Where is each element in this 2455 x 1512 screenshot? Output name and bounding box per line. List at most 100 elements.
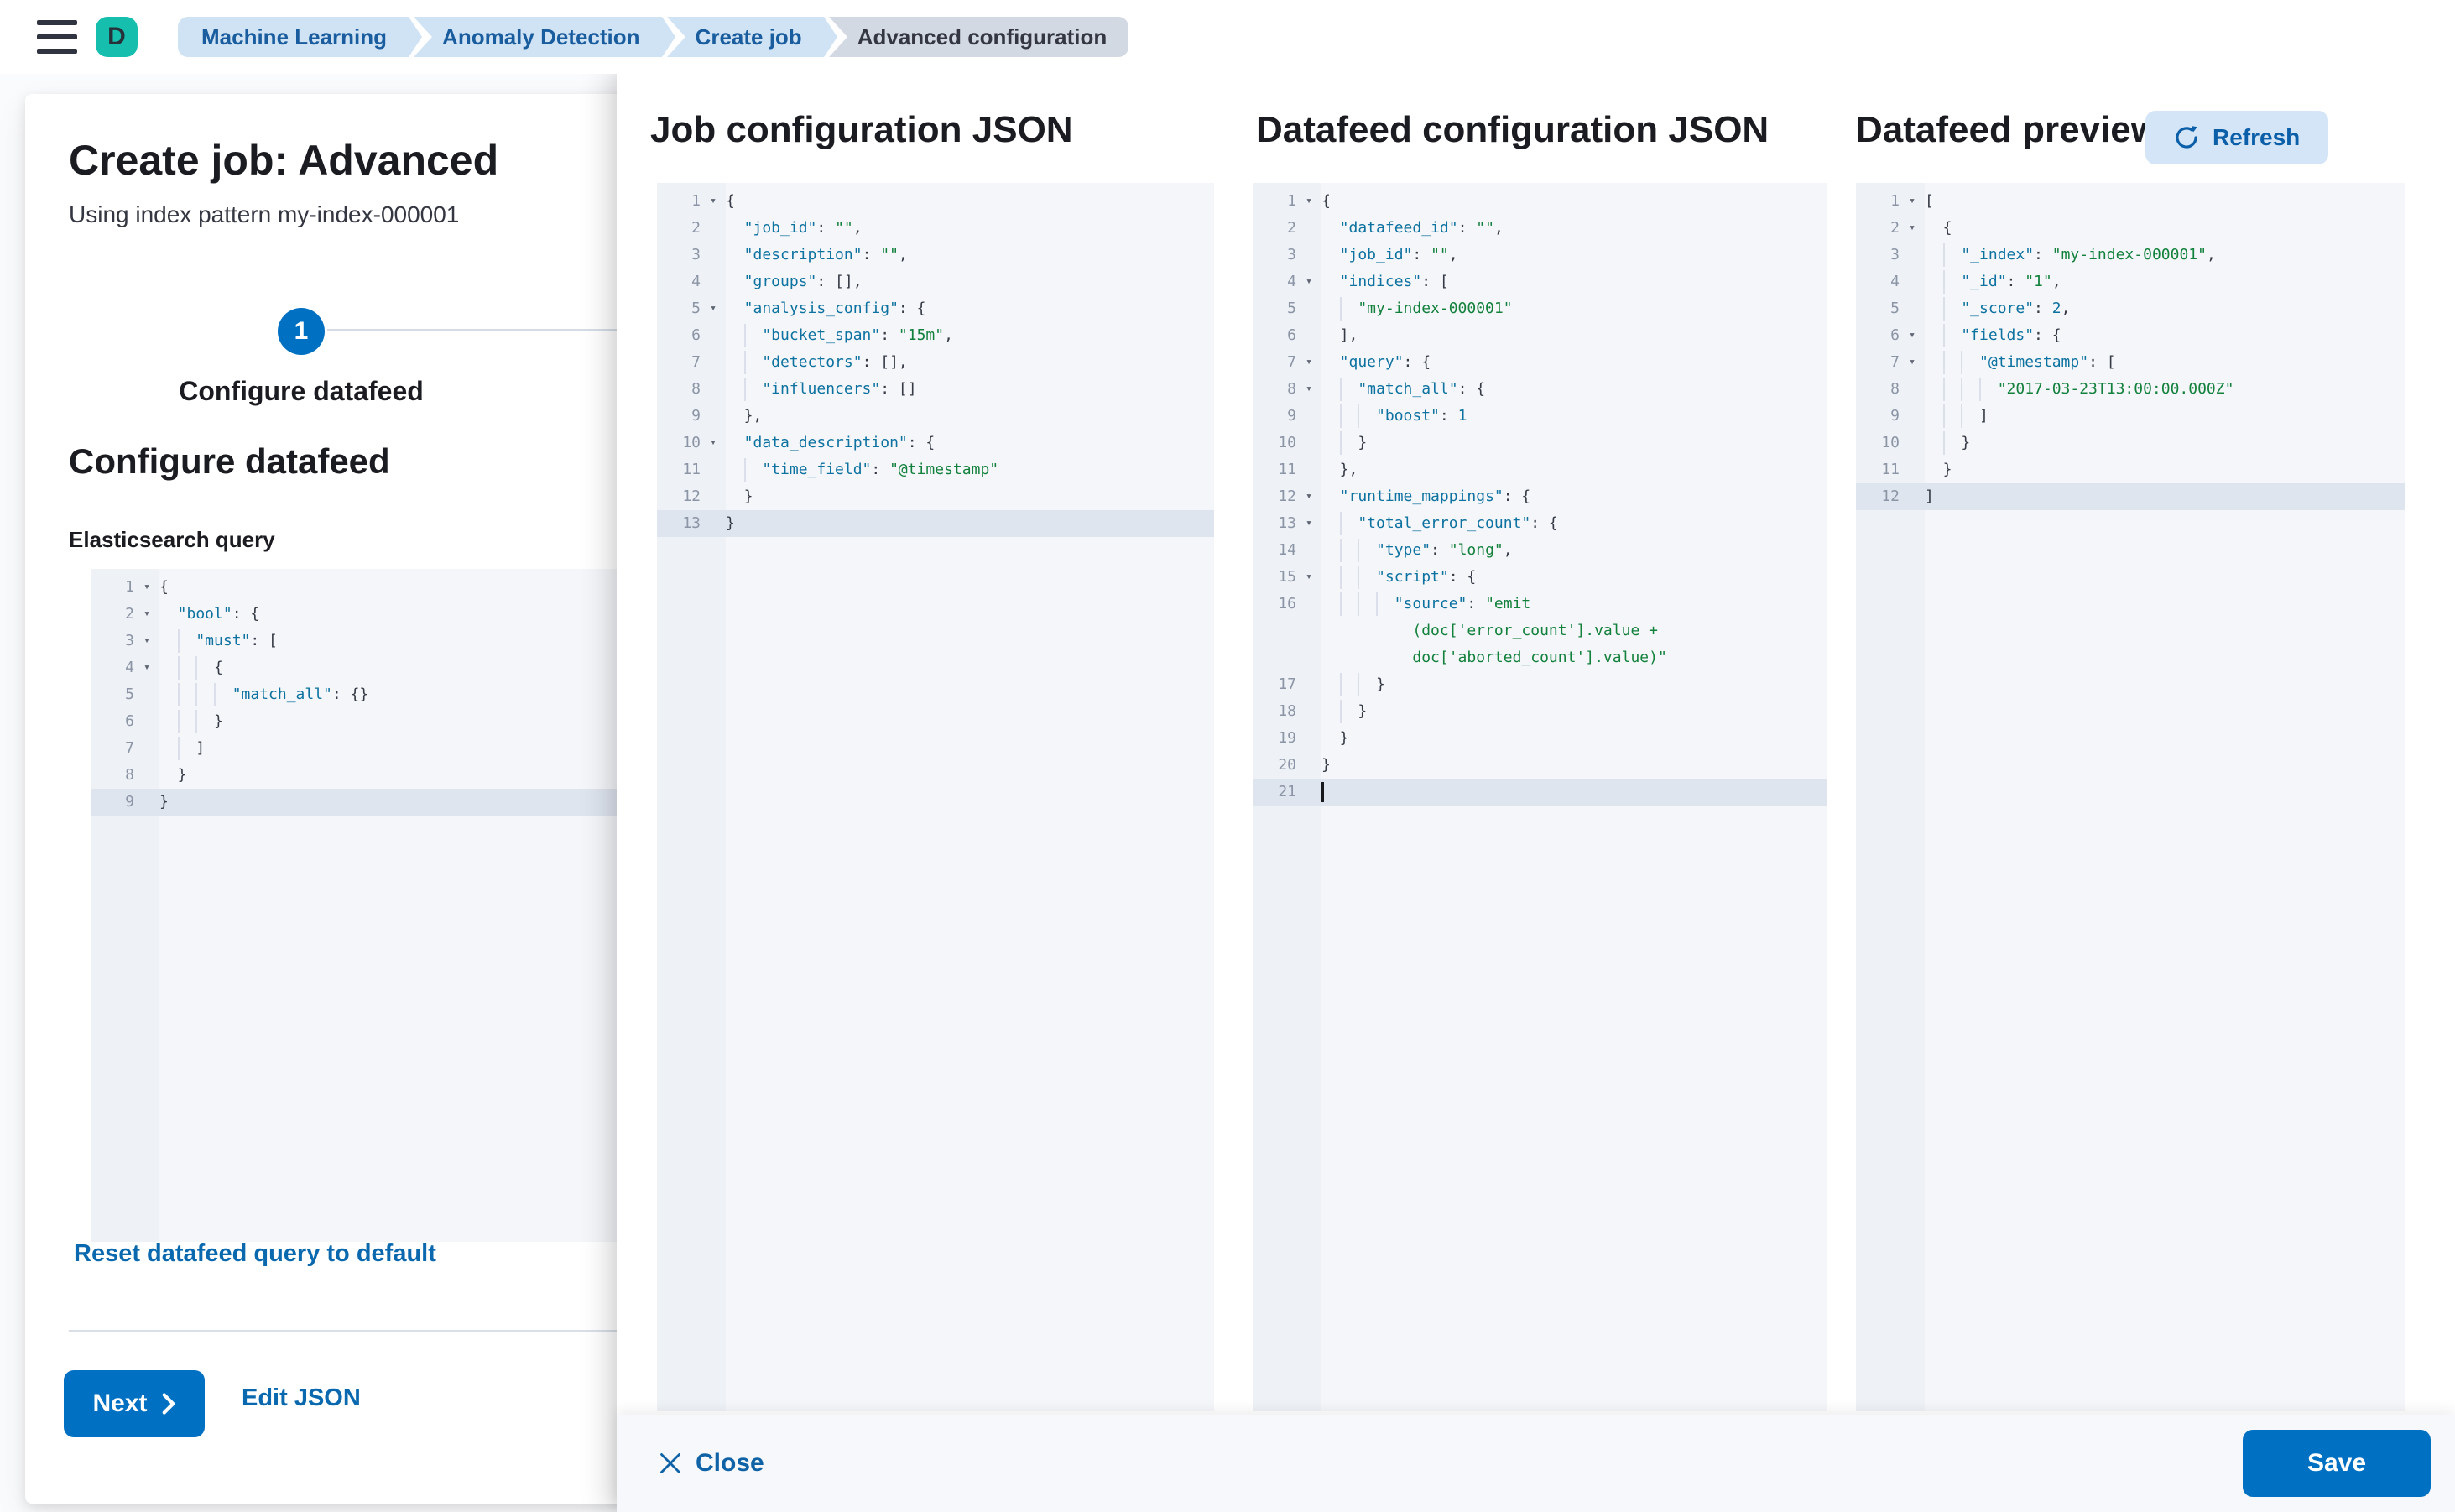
breadcrumb-item[interactable]: Create job (666, 17, 837, 57)
code-line[interactable]: 16"source": "emit (1253, 591, 1827, 618)
code-line[interactable]: 7"detectors": [], (657, 349, 1214, 376)
fold-arrow-icon[interactable]: ▾ (1909, 329, 1916, 342)
code-line[interactable]: 4"_id": "1", (1856, 269, 2405, 295)
code-line[interactable]: doc['aborted_count'].value)" (1253, 644, 1827, 671)
next-button-label: Next (92, 1389, 148, 1417)
code-line[interactable]: 11}, (1253, 456, 1827, 483)
code-line[interactable]: 9}, (657, 403, 1214, 430)
code-line[interactable]: 15▾"script": { (1253, 564, 1827, 591)
fold-gutter (134, 762, 159, 789)
fold-arrow-icon[interactable]: ▾ (710, 302, 717, 315)
code-line[interactable]: 8"2017-03-23T13:00:00.000Z" (1856, 376, 2405, 403)
code-line[interactable]: 13▾"total_error_count": { (1253, 510, 1827, 537)
edit-json-link[interactable]: Edit JSON (242, 1384, 361, 1411)
fold-arrow-icon[interactable]: ▾ (143, 661, 150, 674)
code-line[interactable]: 21 (1253, 779, 1827, 806)
save-button[interactable]: Save (2243, 1430, 2431, 1497)
step-1-indicator[interactable]: 1 (278, 308, 325, 355)
code-line[interactable]: 8"influencers": [] (657, 376, 1214, 403)
code-line[interactable]: 10} (1856, 430, 2405, 456)
code-line[interactable]: 5"_score": 2, (1856, 295, 2405, 322)
code-line[interactable]: 19} (1253, 725, 1827, 752)
code-line[interactable]: 6], (1253, 322, 1827, 349)
space-avatar[interactable]: D (96, 17, 138, 57)
code-line[interactable]: 3"description": "", (657, 242, 1214, 269)
code-line[interactable]: 4"groups": [], (657, 269, 1214, 295)
code-line[interactable]: 13} (657, 510, 1214, 537)
code-line[interactable]: 14"type": "long", (1253, 537, 1827, 564)
fold-arrow-icon[interactable]: ▾ (1306, 383, 1312, 395)
code-line[interactable]: 7▾"query": { (1253, 349, 1827, 376)
code-line[interactable]: 9] (1856, 403, 2405, 430)
code-line[interactable]: 1▾{ (91, 574, 644, 601)
code-line[interactable]: 4▾{ (91, 654, 644, 681)
code-line[interactable]: 17} (1253, 671, 1827, 698)
code-line[interactable]: 5"my-index-000001" (1253, 295, 1827, 322)
fold-arrow-icon[interactable]: ▾ (1306, 571, 1312, 583)
fold-arrow-icon[interactable]: ▾ (1909, 356, 1916, 368)
code-line[interactable]: 7▾"@timestamp": [ (1856, 349, 2405, 376)
code-line[interactable]: 3"job_id": "", (1253, 242, 1827, 269)
fold-gutter (1900, 403, 1925, 430)
fold-gutter (1900, 483, 1925, 510)
fold-arrow-icon[interactable]: ▾ (1306, 517, 1312, 529)
reset-datafeed-query-link[interactable]: Reset datafeed query to default (74, 1240, 436, 1267)
code-line[interactable]: 3▾"must": [ (91, 628, 644, 654)
code-line[interactable]: 2"datafeed_id": "", (1253, 215, 1827, 242)
code-line[interactable]: 6"bucket_span": "15m", (657, 322, 1214, 349)
code-line[interactable]: 18} (1253, 698, 1827, 725)
code-line[interactable]: (doc['error_count'].value + (1253, 618, 1827, 644)
fold-arrow-icon[interactable]: ▾ (1306, 356, 1312, 368)
fold-arrow-icon[interactable]: ▾ (1909, 222, 1916, 234)
breadcrumb-item[interactable]: Machine Learning (178, 17, 423, 57)
code-line[interactable]: 12] (1856, 483, 2405, 510)
fold-arrow-icon[interactable]: ▾ (1306, 195, 1312, 207)
flyout-footer: Close Save (617, 1415, 2455, 1512)
code-line[interactable]: 8▾"match_all": { (1253, 376, 1827, 403)
fold-gutter (701, 349, 726, 376)
breadcrumb-item[interactable]: Anomaly Detection (414, 17, 675, 57)
code-line[interactable]: 12} (657, 483, 1214, 510)
datafeed-configuration-json-editor[interactable]: 1▾{2"datafeed_id": "",3"job_id": "",4▾"i… (1253, 183, 1827, 1411)
code-line[interactable]: 10} (1253, 430, 1827, 456)
code-line[interactable]: 6▾"fields": { (1856, 322, 2405, 349)
hamburger-menu-icon[interactable] (37, 20, 77, 54)
code-line[interactable]: 3"_index": "my-index-000001", (1856, 242, 2405, 269)
code-line[interactable]: 8} (91, 762, 644, 789)
fold-gutter (1900, 456, 1925, 483)
close-button[interactable]: Close (659, 1449, 764, 1478)
code-line[interactable]: 1▾[ (1856, 188, 2405, 215)
code-line[interactable]: 5"match_all": {} (91, 681, 644, 708)
fold-arrow-icon[interactable]: ▾ (1306, 275, 1312, 288)
code-line[interactable]: 4▾"indices": [ (1253, 269, 1827, 295)
next-button[interactable]: Next (64, 1370, 205, 1437)
code-line[interactable]: 12▾"runtime_mappings": { (1253, 483, 1827, 510)
code-line[interactable]: 2"job_id": "", (657, 215, 1214, 242)
fold-arrow-icon[interactable]: ▾ (143, 634, 150, 647)
fold-arrow-icon[interactable]: ▾ (1306, 490, 1312, 503)
fold-arrow-icon[interactable]: ▾ (1909, 195, 1916, 207)
datafeed-preview-editor[interactable]: 1▾[2▾{3"_index": "my-index-000001",4"_id… (1856, 183, 2405, 1411)
fold-arrow-icon[interactable]: ▾ (710, 436, 717, 449)
code-line[interactable]: 11} (1856, 456, 2405, 483)
code-line[interactable]: 6} (91, 708, 644, 735)
code-line[interactable]: 2▾{ (1856, 215, 2405, 242)
code-line[interactable]: 9} (91, 789, 644, 816)
fold-arrow-icon[interactable]: ▾ (710, 195, 717, 207)
code-line[interactable]: 2▾"bool": { (91, 601, 644, 628)
code-line[interactable]: 10▾"data_description": { (657, 430, 1214, 456)
refresh-button[interactable]: Refresh (2145, 111, 2329, 164)
code-line[interactable]: 11"time_field": "@timestamp" (657, 456, 1214, 483)
code-line[interactable]: 9"boost": 1 (1253, 403, 1827, 430)
code-line[interactable]: 5▾"analysis_config": { (657, 295, 1214, 322)
fold-arrow-icon[interactable]: ▾ (143, 607, 150, 620)
code-line[interactable]: 7] (91, 735, 644, 762)
code-line[interactable]: 20} (1253, 752, 1827, 779)
fold-gutter (1296, 618, 1321, 644)
code-line[interactable]: 1▾{ (1253, 188, 1827, 215)
fold-gutter (1296, 456, 1321, 483)
fold-arrow-icon[interactable]: ▾ (143, 581, 150, 593)
job-configuration-json-editor[interactable]: 1▾{2"job_id": "",3"description": "",4"gr… (657, 183, 1214, 1411)
elasticsearch-query-editor[interactable]: 1▾{2▾"bool": {3▾"must": [4▾{5"match_all"… (91, 569, 644, 1242)
code-line[interactable]: 1▾{ (657, 188, 1214, 215)
